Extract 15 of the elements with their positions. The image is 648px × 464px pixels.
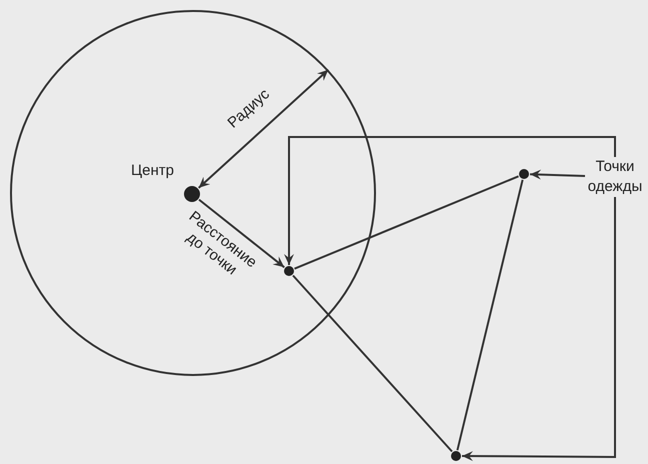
point-label: Центр: [131, 162, 174, 180]
point-dot: [519, 169, 529, 179]
point-dot: [184, 186, 200, 202]
point-label: Точки одежды: [585, 157, 645, 197]
line: [292, 274, 453, 452]
point-dot: [451, 451, 461, 461]
arrow: [530, 170, 586, 180]
line: [456, 180, 524, 450]
arrow: [284, 136, 616, 265]
point-dot: [284, 266, 294, 276]
arrow: [462, 197, 616, 462]
arrow: [198, 198, 285, 268]
circle-outline: [10, 10, 376, 376]
double-arrow: [198, 69, 329, 189]
line: [294, 175, 519, 270]
